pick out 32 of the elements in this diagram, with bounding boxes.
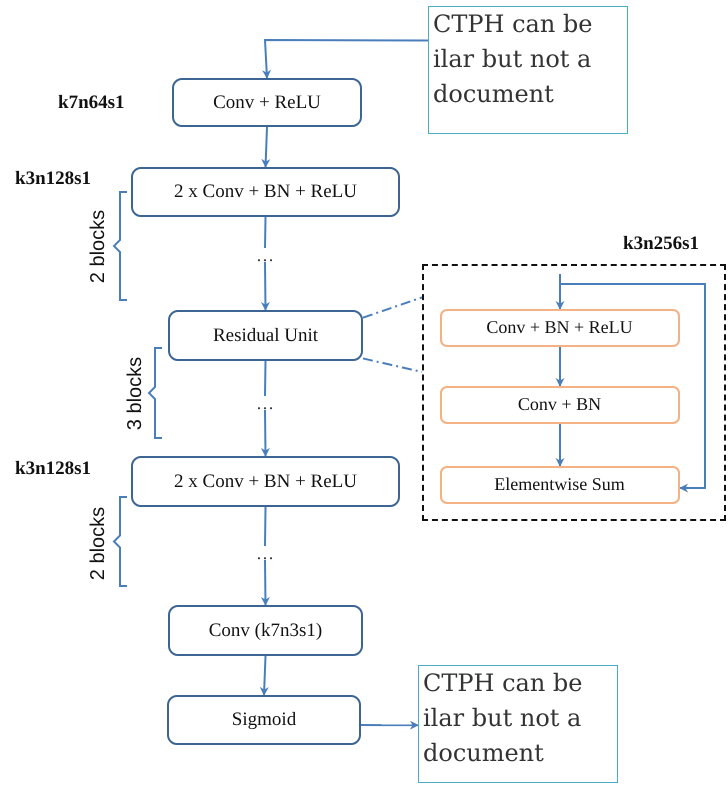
arrow (260, 560, 270, 606)
layer-parameters: k3n128s1 (15, 168, 92, 190)
process-box: Conv + BN (440, 386, 680, 424)
arrow (560, 283, 706, 493)
layer-parameters: k7n64s1 (58, 92, 125, 114)
process-box: Conv (k7n3s1) (168, 605, 363, 656)
text-image: CTPH can be ilar but not a document (418, 665, 618, 783)
dash-dot-line (362, 357, 422, 373)
process-box: 2 x Conv + BN + ReLU (131, 456, 400, 507)
text-image: CTPH can be ilar but not a document (428, 6, 628, 134)
process-box: Residual Unit (168, 310, 363, 361)
process-box: Conv + ReLU (172, 78, 362, 127)
layer-parameters: k3n128s1 (15, 458, 92, 480)
arrow (361, 720, 419, 730)
arrow (261, 126, 270, 168)
block-count-label: 3 blocks (124, 356, 147, 430)
block-count-label: 2 blocks (86, 506, 110, 580)
arrow (260, 410, 270, 457)
process-box: Elementwise Sum (440, 466, 680, 504)
arrow (260, 656, 269, 696)
process-box: Conv + BN + ReLU (440, 308, 680, 346)
arrow (262, 39, 428, 79)
arrow (556, 274, 564, 310)
process-box: 2 x Conv + BN + ReLU (131, 167, 400, 217)
block-count-label: 2 blocks (86, 209, 110, 283)
arrow (556, 347, 564, 387)
dash-dot-line (362, 296, 422, 319)
process-box: Sigmoid (167, 695, 361, 745)
layer-parameters: k3n256s1 (623, 233, 700, 255)
arrow (556, 424, 564, 467)
arrow (260, 262, 270, 311)
dashed-group-box (422, 264, 726, 521)
